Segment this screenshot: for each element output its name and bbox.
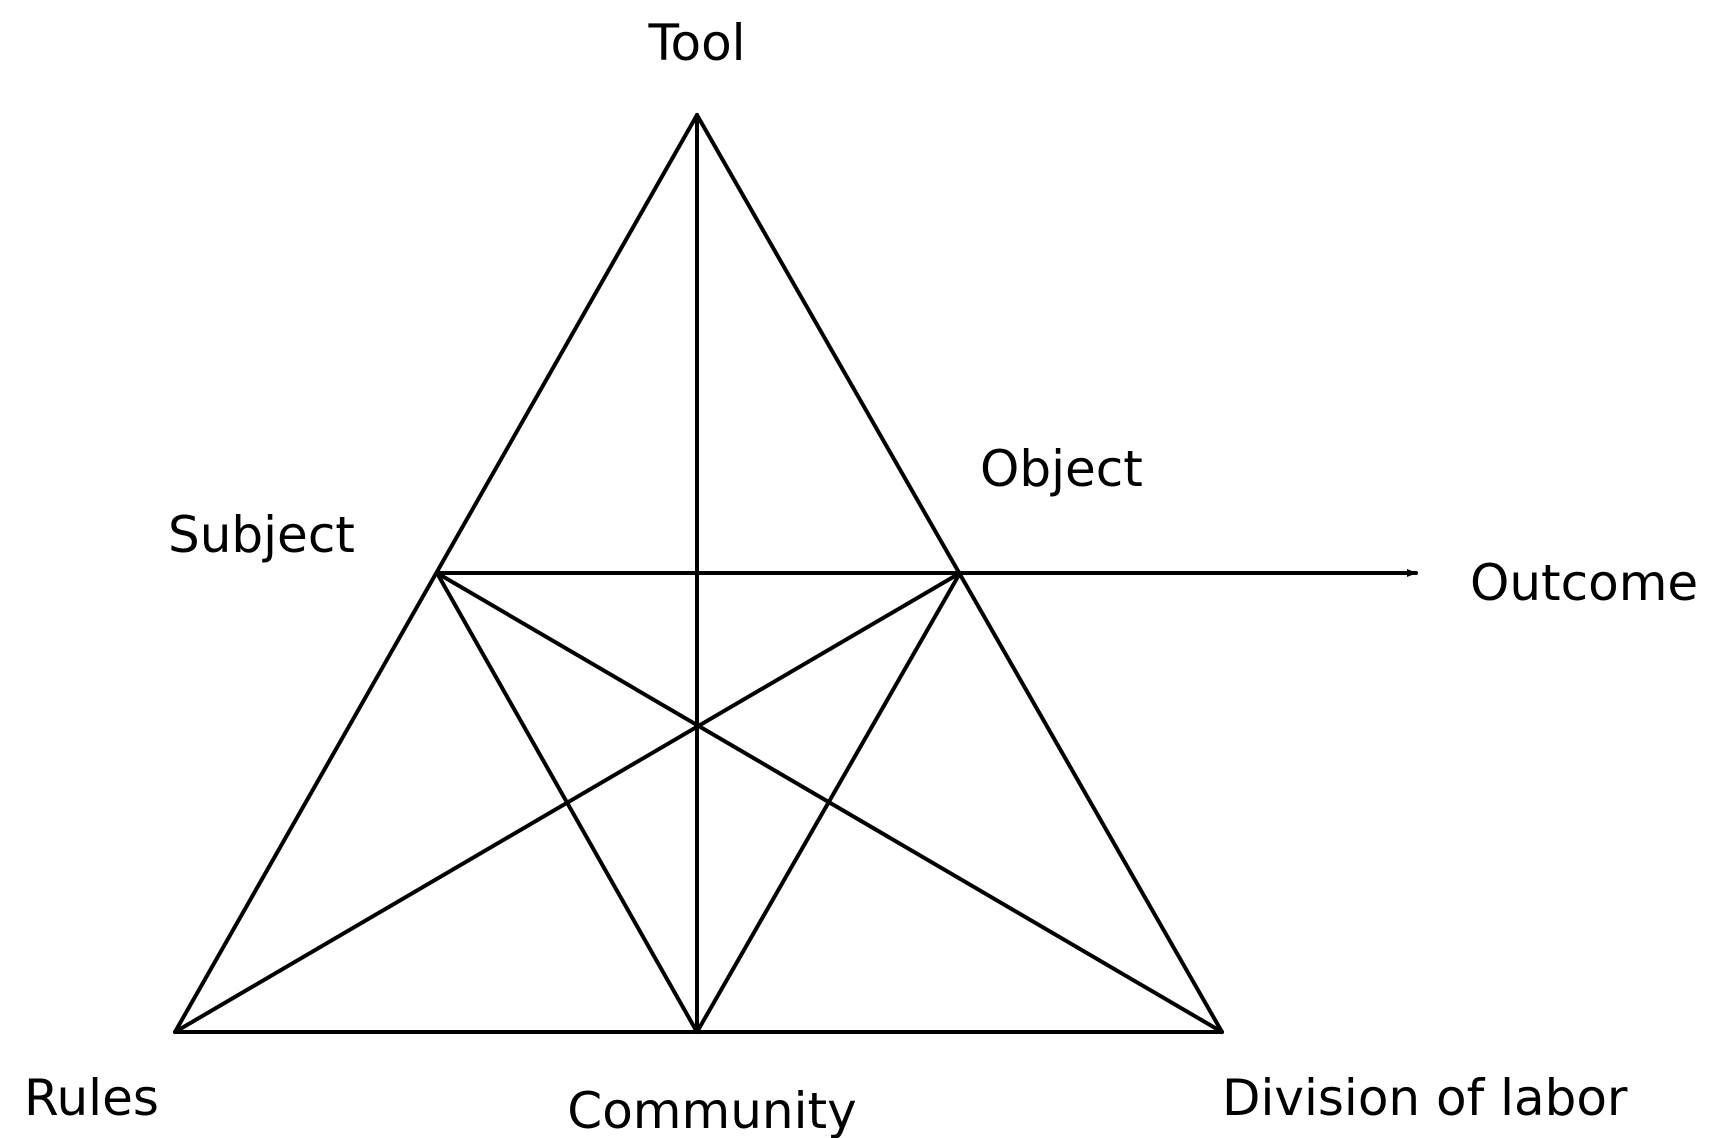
outcome-label: Outcome (1470, 554, 1698, 612)
rules-label: Rules (24, 1069, 159, 1127)
object-label: Object (980, 440, 1143, 498)
diagram-edges (173, 113, 1418, 1034)
diagram-labels: Tool Subject Object Outcome Rules Commun… (24, 14, 1698, 1138)
community-label: Community (567, 1082, 856, 1138)
subject-label: Subject (168, 506, 355, 564)
edge-object-to-community (695, 571, 962, 1034)
tool-label: Tool (647, 14, 745, 72)
division-of-labor-label: Division of labor (1222, 1069, 1628, 1127)
edge-object-to-rules (173, 571, 962, 1034)
